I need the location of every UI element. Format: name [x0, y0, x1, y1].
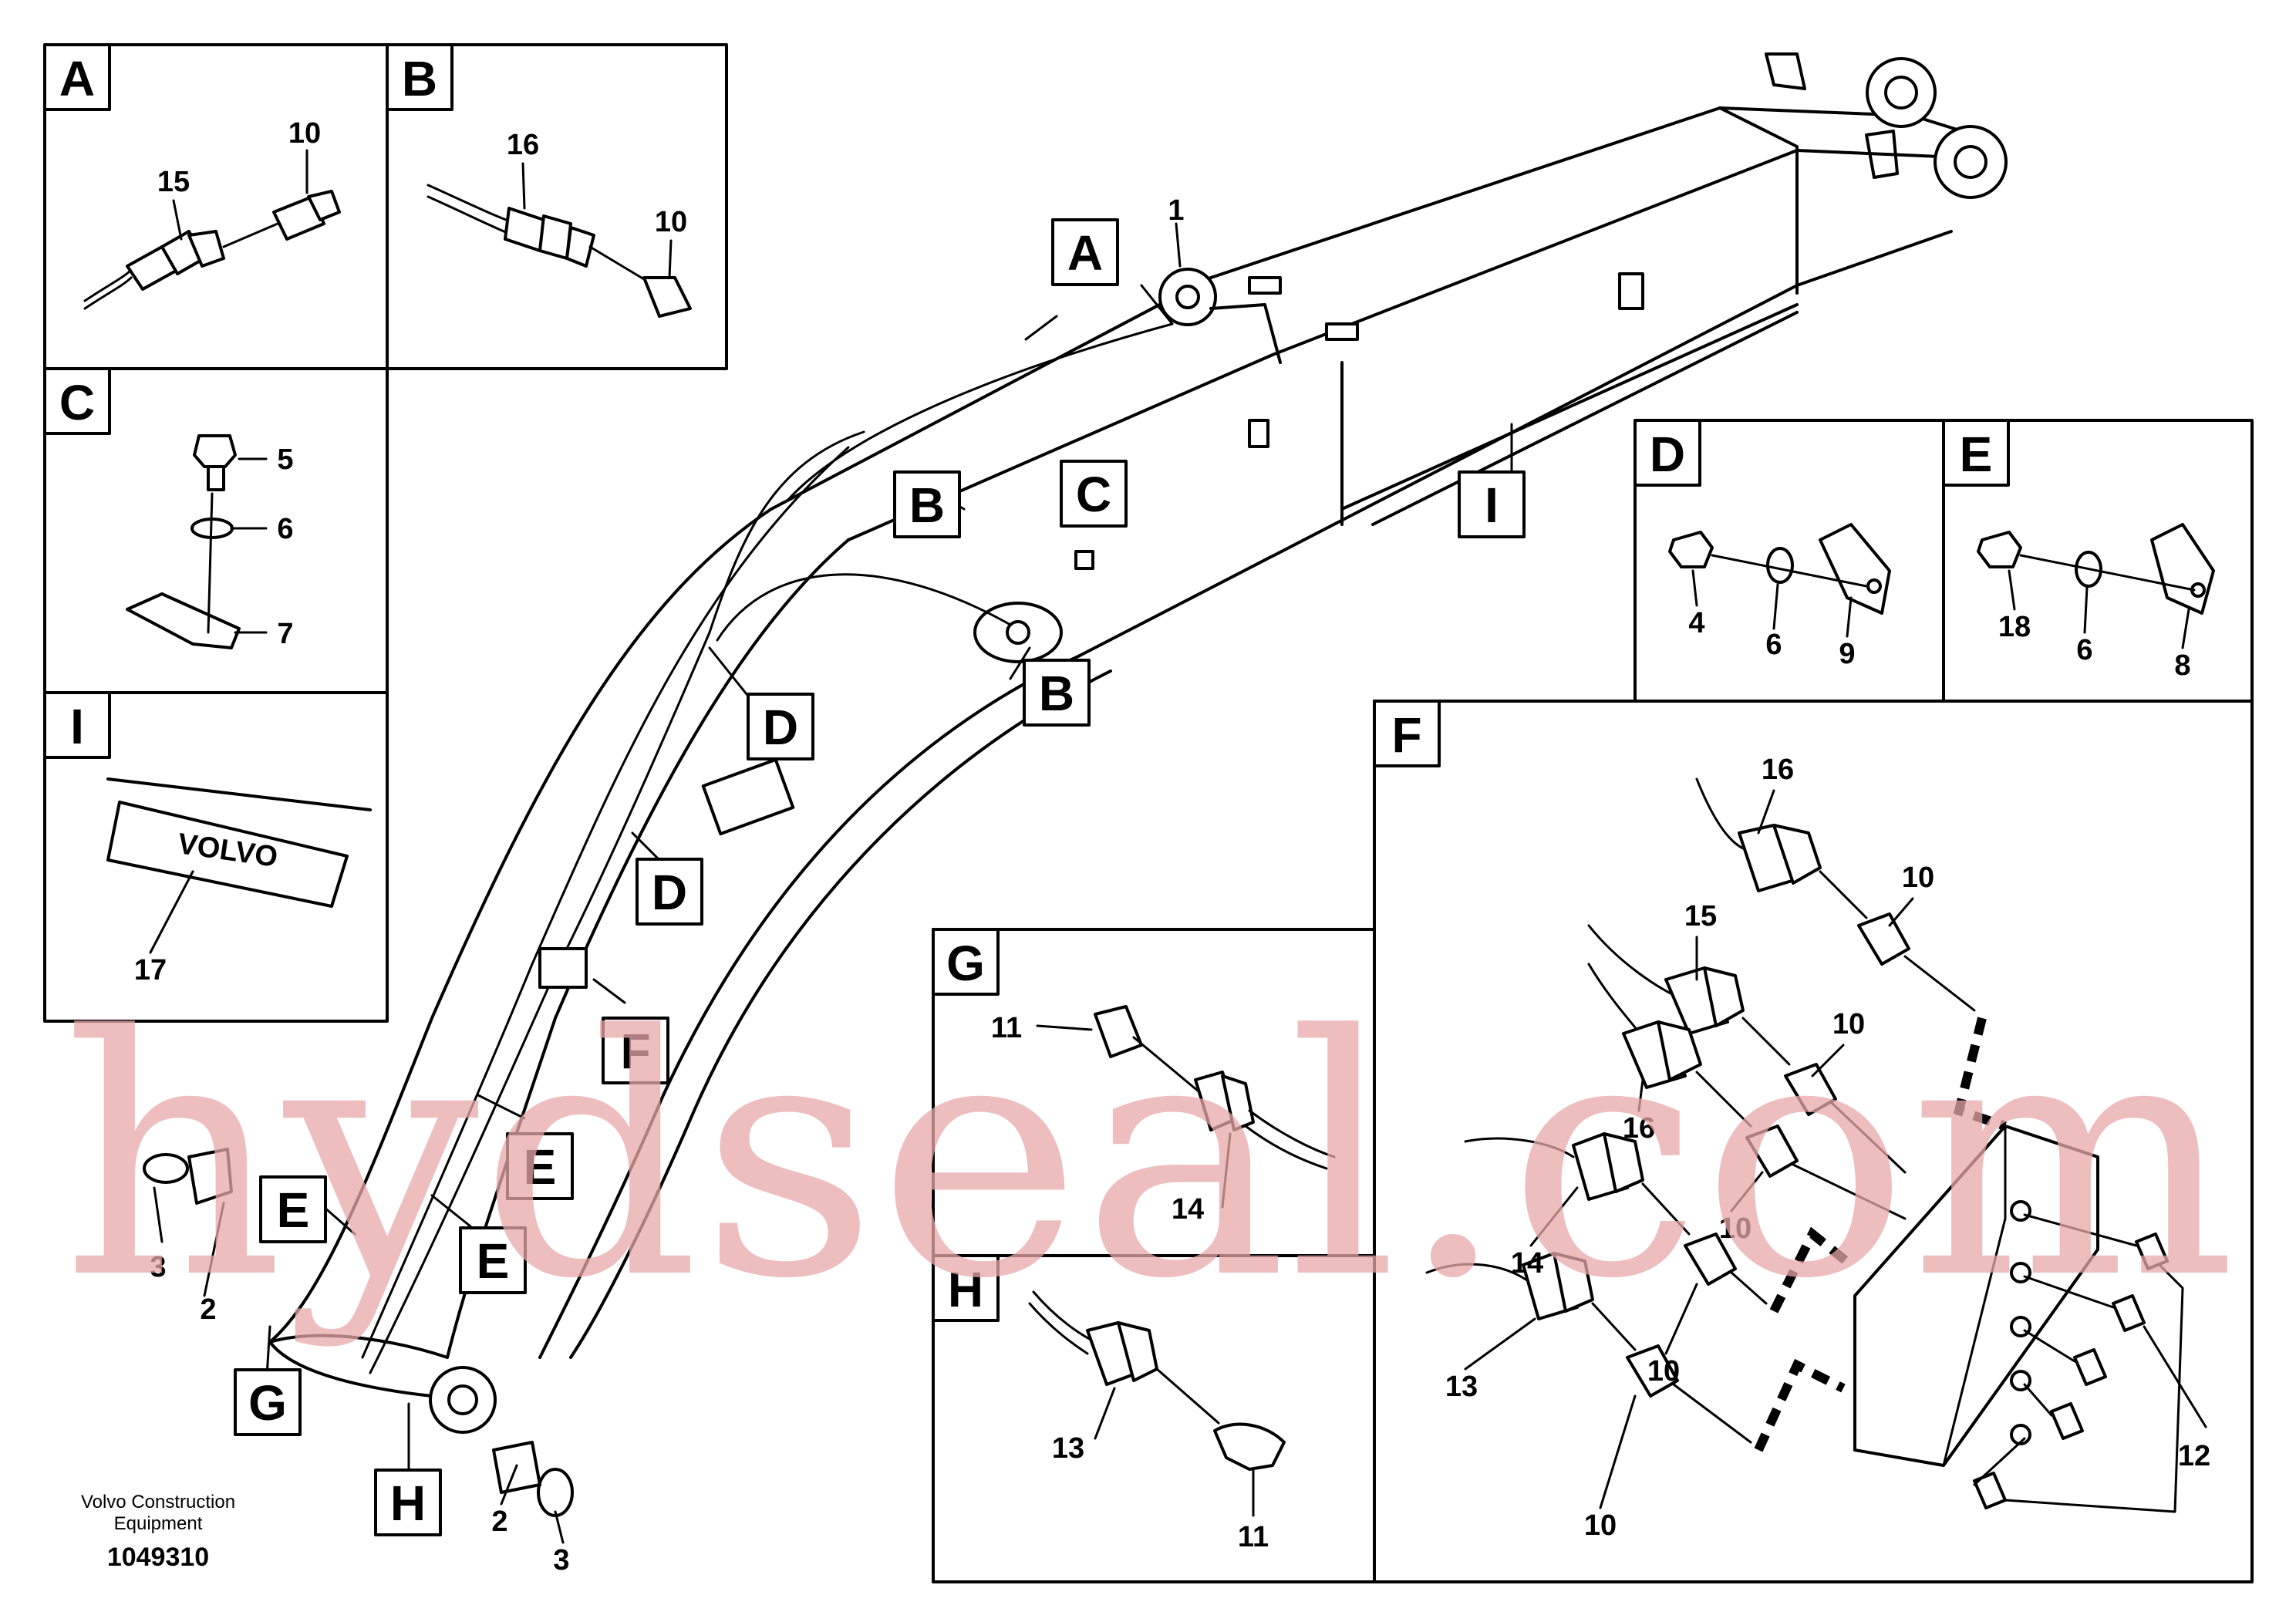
svg-text:D: D — [763, 700, 798, 755]
panel-G-callout-11: 11 — [991, 1012, 1022, 1044]
panel-I-callout-17: 17 — [134, 954, 167, 986]
tag-D-main-2: D — [636, 858, 703, 926]
tag-H-main: H — [374, 1469, 442, 1536]
svg-text:B: B — [402, 51, 437, 106]
svg-text:A: A — [59, 51, 95, 106]
tag-E-main-2: E — [459, 1226, 527, 1294]
tag-I-main: I — [1458, 470, 1526, 538]
watermark: hydseal.com — [62, 966, 2237, 1351]
panel-F-callout-15: 15 — [1684, 900, 1717, 932]
tag-C-main: C — [1060, 460, 1128, 528]
svg-text:G: G — [248, 1375, 287, 1431]
svg-text:H: H — [948, 1262, 983, 1317]
panel-C-callout-7: 7 — [277, 618, 293, 650]
svg-text:A: A — [1067, 225, 1103, 281]
panel-B-callout-10: 10 — [655, 206, 687, 238]
panel-F-callout-16a: 16 — [1762, 754, 1794, 786]
svg-text:E: E — [477, 1233, 510, 1289]
panel-E-callout-18: 18 — [1998, 611, 2031, 643]
callout-3-left: 3 — [150, 1251, 166, 1283]
panel-G-callout-14: 14 — [1172, 1193, 1204, 1226]
panel-F-callout-10a: 10 — [1902, 862, 1934, 894]
panel-F-callout-10e: 10 — [1584, 1509, 1617, 1542]
panel-G: G 11 14 — [932, 928, 1376, 1257]
svg-text:D: D — [1650, 427, 1685, 482]
panel-A-callout-10: 10 — [288, 117, 321, 150]
panel-F-callout-14: 14 — [1511, 1247, 1543, 1280]
svg-text:F: F — [1391, 707, 1421, 763]
tag-B-main-1: B — [893, 470, 961, 538]
callout-3-right: 3 — [553, 1544, 569, 1576]
panel-H-callout-11: 11 — [1238, 1521, 1269, 1553]
panel-D: D 4 6 9 — [1633, 419, 1945, 703]
panel-C: C 5 6 7 — [43, 367, 389, 694]
tag-D-main-1: D — [747, 693, 814, 760]
svg-text:E: E — [524, 1139, 557, 1195]
svg-text:E: E — [1960, 427, 1993, 482]
panel-C-callout-6: 6 — [277, 513, 293, 545]
svg-text:C: C — [59, 375, 95, 430]
svg-text:C: C — [1076, 467, 1111, 522]
company-name-line2: Equipment — [114, 1513, 203, 1534]
panel-F-callout-10c: 10 — [1719, 1212, 1752, 1245]
panel-A: A 15 10 — [43, 43, 389, 370]
callout-1: 1 — [1168, 194, 1184, 227]
panel-D-callout-6: 6 — [1765, 629, 1782, 661]
panel-F-callout-10d: 10 — [1647, 1355, 1680, 1388]
svg-text:E: E — [277, 1182, 310, 1238]
tag-E-main-3: E — [259, 1175, 327, 1243]
panel-F-callout-16b: 16 — [1623, 1112, 1655, 1145]
footer: Volvo Construction Equipment 1049310 — [81, 1492, 235, 1572]
panel-H-callout-13: 13 — [1052, 1432, 1084, 1465]
panel-F: F — [1373, 700, 2254, 1583]
panel-A-callout-15: 15 — [157, 166, 190, 198]
svg-text:F: F — [620, 1023, 650, 1079]
svg-text:B: B — [1039, 666, 1074, 721]
panel-D-callout-4: 4 — [1688, 607, 1704, 639]
panel-E: E 18 6 8 — [1942, 419, 2254, 703]
svg-text:I: I — [70, 699, 84, 754]
panel-B-callout-16: 16 — [507, 129, 539, 161]
svg-text:G: G — [946, 936, 985, 991]
panel-H: H 13 11 — [932, 1254, 1376, 1583]
panel-C-callout-5: 5 — [277, 443, 293, 476]
panel-E-callout-8: 8 — [2174, 649, 2190, 682]
volvo-logo: VOLVO — [176, 828, 280, 874]
panel-E-callout-6: 6 — [2076, 634, 2092, 666]
tag-B-main-2: B — [1023, 659, 1091, 727]
panel-D-callout-9: 9 — [1839, 638, 1855, 670]
svg-text:B: B — [909, 477, 945, 533]
tag-G-main: G — [234, 1368, 302, 1436]
panel-F-callout-13: 13 — [1445, 1371, 1478, 1403]
tag-A-main: A — [1051, 218, 1119, 286]
panel-F-callout-12: 12 — [2178, 1440, 2210, 1472]
callout-2-right: 2 — [491, 1506, 507, 1538]
panel-B: B 16 10 — [386, 43, 728, 370]
tag-F-main: F — [602, 1017, 669, 1084]
tag-E-main-1: E — [506, 1132, 574, 1200]
company-name-line1: Volvo Construction — [81, 1492, 235, 1512]
document-number: 1049310 — [107, 1543, 209, 1572]
svg-text:H: H — [390, 1475, 426, 1531]
callout-2-left: 2 — [200, 1293, 216, 1326]
panel-I: I VOLVO 17 — [43, 691, 389, 1023]
svg-text:I: I — [1485, 477, 1499, 533]
svg-text:D: D — [652, 865, 687, 920]
panel-F-callout-10b: 10 — [1832, 1008, 1865, 1040]
